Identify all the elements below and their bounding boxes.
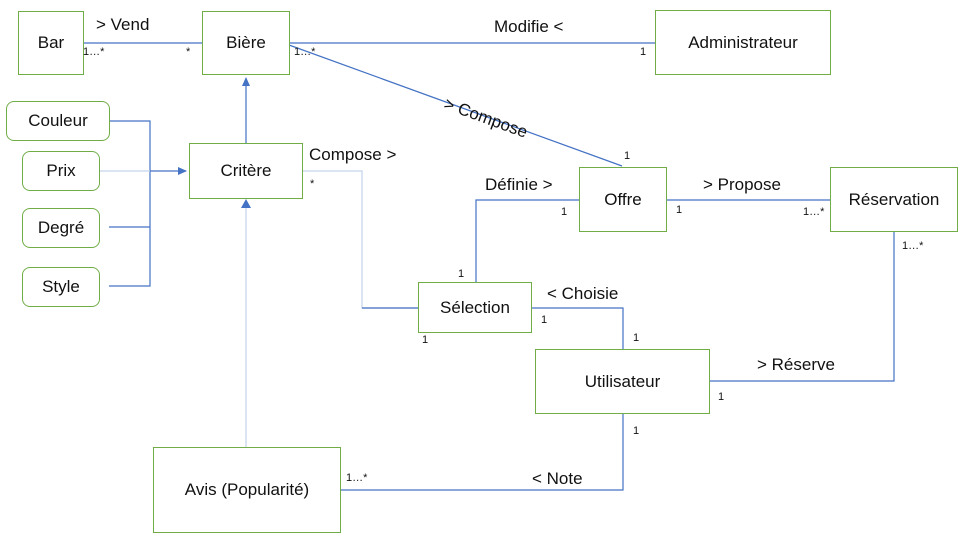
node-administrateur: Administrateur [655,10,831,75]
node-prix: Prix [22,151,100,191]
label-propose: > Propose [703,175,781,194]
node-bar: Bar [18,11,84,75]
mult-reservation-propose: 1…* [803,206,825,218]
link-choisie [532,307,624,349]
link-note [341,414,624,491]
link-compose-critere [303,170,418,309]
mult-biere-assoc: 1…* [294,46,316,58]
label-note: < Note [532,469,583,488]
mult-critere-compose: * [310,178,315,190]
label-vend: > Vend [96,15,150,34]
node-biere: Bière [202,11,290,75]
label-definie: Définie > [485,175,553,194]
mult-selection-compose: 1 [422,334,429,346]
label-choisie: < Choisie [547,284,619,303]
node-couleur: Couleur [6,101,110,141]
mult-offre-compose: 1 [624,150,631,162]
node-offre: Offre [579,167,667,232]
link-definie [475,199,579,282]
node-selection: Sélection [418,282,532,333]
mult-biere-vend: * [186,46,191,58]
link-compose-offre [288,44,623,167]
mult-admin: 1 [640,46,647,58]
mult-reservation-reserve: 1…* [902,240,924,252]
mult-offre-propose: 1 [676,204,683,216]
mult-selection-definie: 1 [458,268,465,280]
mult-utilisateur-note: 1 [633,425,640,437]
node-utilisateur: Utilisateur [535,349,710,414]
link-reserve [710,232,895,382]
mult-bar-vend: 1…* [83,46,105,58]
label-compose-critere: Compose > [309,145,397,164]
node-style: Style [22,267,100,307]
link-attributes [109,120,151,287]
mult-offre-definie: 1 [561,206,568,218]
label-reserve: > Réserve [757,355,835,374]
mult-avis-note: 1…* [346,472,368,484]
node-avis: Avis (Popularité) [153,447,341,533]
mult-utilisateur-choisie: 1 [633,332,640,344]
node-degre: Degré [22,208,100,248]
label-modifie: Modifie < [494,17,564,36]
node-critere: Critère [189,143,303,199]
mult-selection-choisie: 1 [541,314,548,326]
node-reservation: Réservation [830,167,958,232]
mult-utilisateur-reserve: 1 [718,391,725,403]
